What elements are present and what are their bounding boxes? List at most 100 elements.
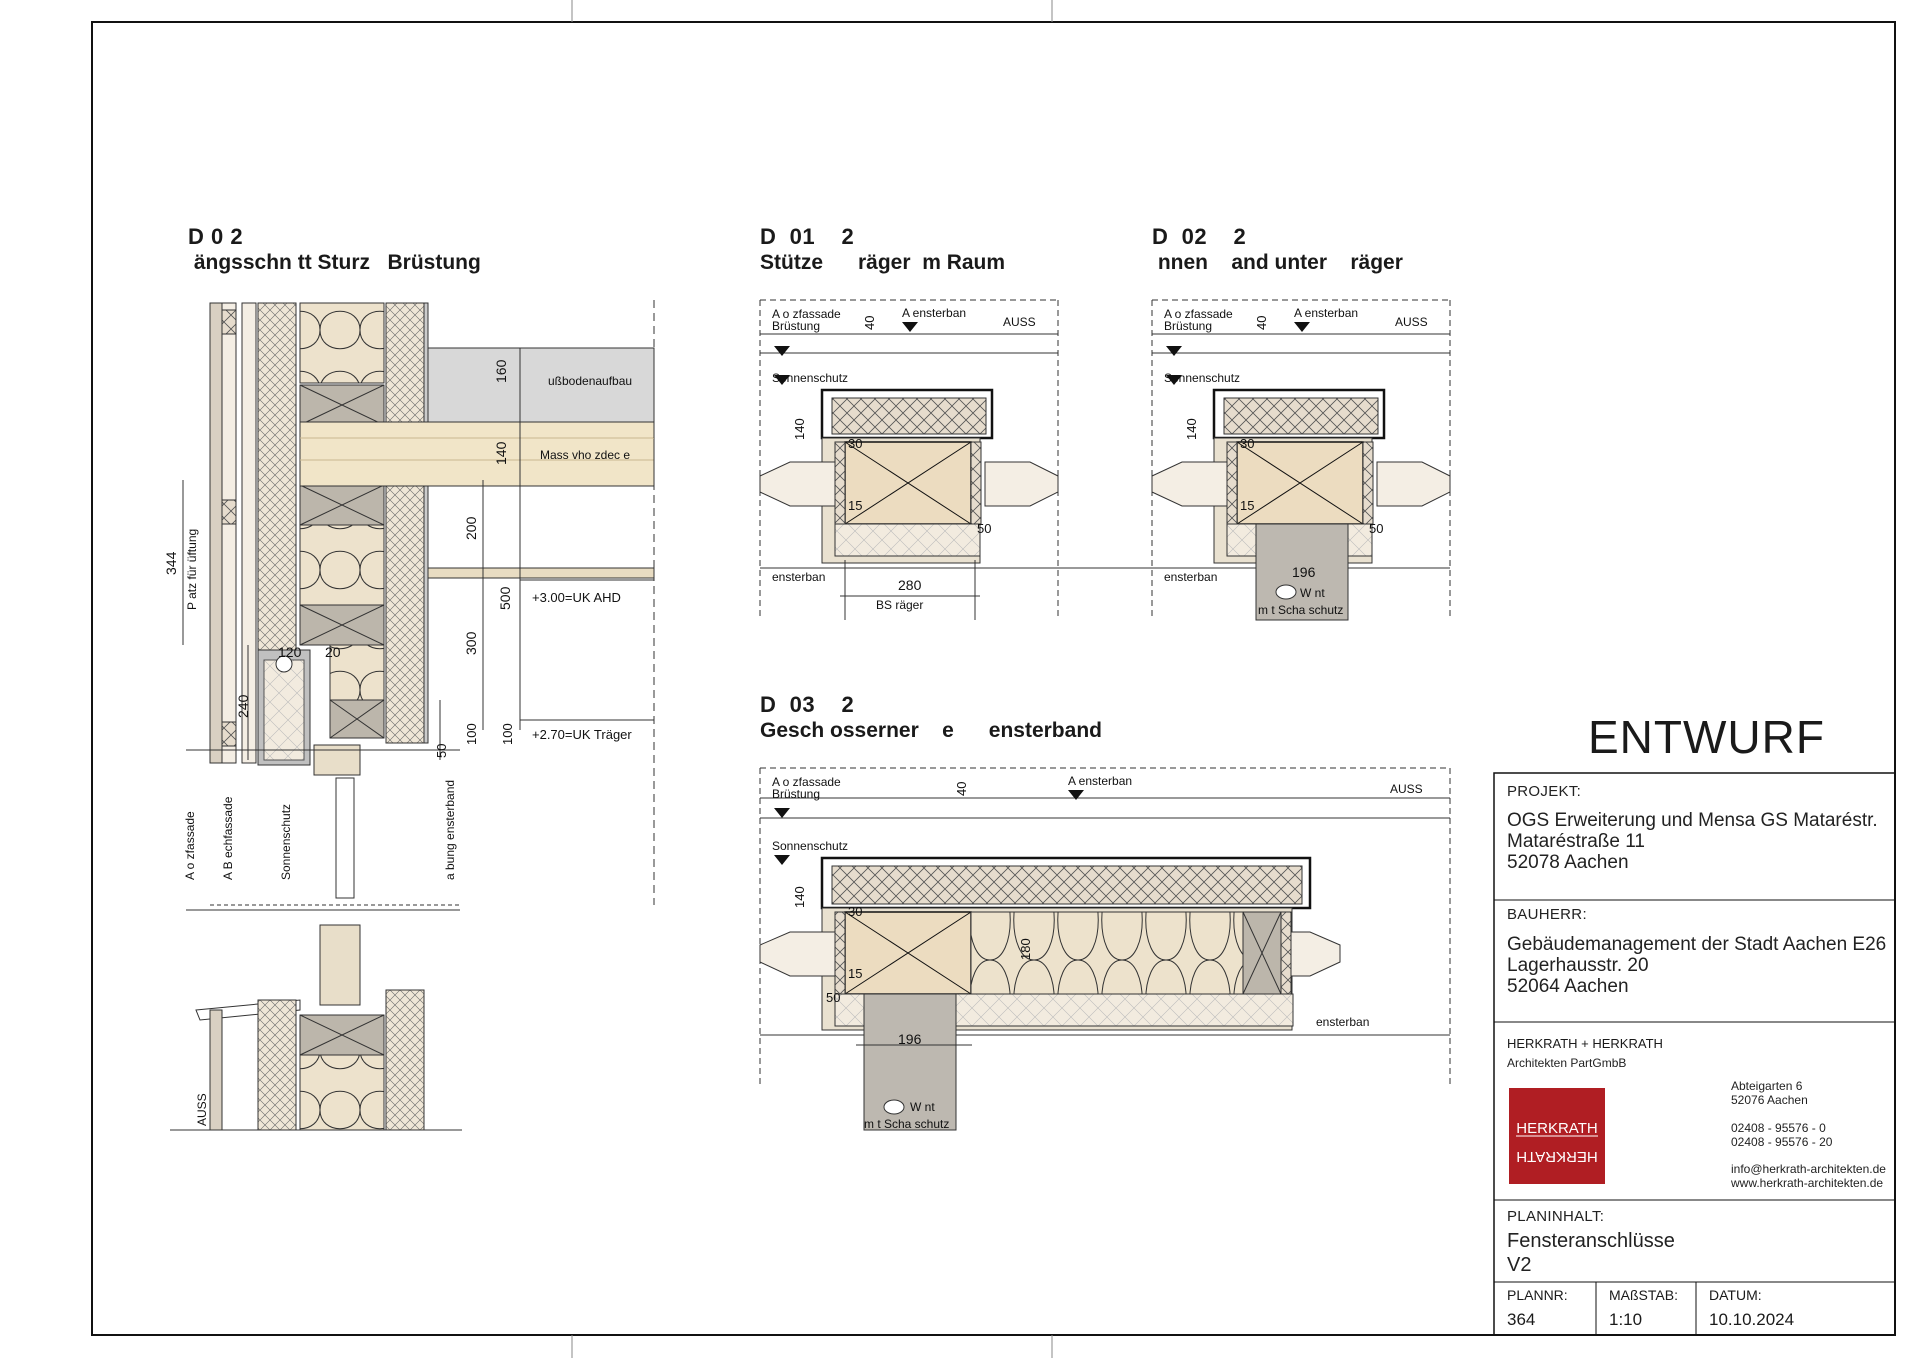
architect-name: HERKRATH + HERKRATH xyxy=(1507,1036,1663,1051)
detail-d02-title: nnen and unter räger xyxy=(1152,251,1403,274)
label-brustung-d02: Brüstung xyxy=(1164,319,1212,333)
label-a-holzfassade-d01: A o zfassade xyxy=(772,307,841,321)
dim-d03-50: 50 xyxy=(826,990,840,1005)
bauherr-line-1: Gebäudemanagement der Stadt Aachen E26 xyxy=(1507,934,1887,955)
plannr-label: PLANNR: xyxy=(1507,1287,1568,1303)
dim-d02-50: 50 xyxy=(1369,521,1383,536)
dim-d01-30: 30 xyxy=(848,436,862,451)
label-wint-d03: W nt xyxy=(910,1100,935,1114)
dim-d01-280: 280 xyxy=(898,577,922,593)
massstab-label: MAßSTAB: xyxy=(1609,1287,1678,1303)
projekt-line-2: Mataréstraße 11 xyxy=(1507,831,1645,852)
dim-20: 20 xyxy=(325,644,341,660)
dim-d03-196: 196 xyxy=(898,1031,922,1047)
dim-500: 500 xyxy=(497,586,513,610)
label-wint-d02: W nt xyxy=(1300,586,1325,600)
label-schallschutz-d03: m t Scha schutz xyxy=(864,1117,949,1131)
address-line-1: Abteigarten 6 xyxy=(1731,1079,1803,1093)
dim-140: 140 xyxy=(493,441,509,465)
dim-344: 344 xyxy=(163,551,179,575)
dim-100a: 100 xyxy=(464,723,479,745)
datum-value: 10.10.2024 xyxy=(1709,1310,1795,1329)
dim-d03-140: 140 xyxy=(792,886,807,908)
dim-d03-30: 30 xyxy=(848,904,862,919)
dim-240: 240 xyxy=(235,694,251,718)
detail-d00-title: ängsschn tt Sturz Brüstung xyxy=(188,251,481,274)
label-fussbodenaufbau: ußbodenaufbau xyxy=(548,374,632,388)
label-a-blechfassade: A B echfassade xyxy=(221,796,235,880)
label-fensterband-d02: ensterban xyxy=(1164,570,1217,584)
logo-text-mirrored: HERKRATH xyxy=(1516,1148,1597,1165)
projekt-line-3: 52078 Aachen xyxy=(1507,852,1629,873)
dim-d01-15: 15 xyxy=(848,498,862,513)
label-sonnenschutz-d03: Sonnenschutz xyxy=(772,839,848,853)
dim-d02-40: 40 xyxy=(1254,316,1269,330)
detail-d01-title: Stütze räger m Raum xyxy=(760,251,1006,274)
label-a-fensterband-d01: A ensterban xyxy=(902,306,966,320)
plannr-value: 364 xyxy=(1507,1310,1536,1329)
label-sonnenschutz-d00: Sonnenschutz xyxy=(279,804,293,880)
website-link[interactable]: www.herkrath-architekten.de xyxy=(1731,1176,1884,1190)
email-link[interactable]: info@herkrath-architekten.de xyxy=(1731,1162,1886,1176)
dim-120: 120 xyxy=(278,644,302,660)
label-sonnenschutz-d02: Sonnenschutz xyxy=(1164,371,1240,385)
dim-50: 50 xyxy=(434,744,449,758)
detail-d00-drawing: 160 140 200 500 300 344 120 20 240 50 10… xyxy=(163,300,655,1131)
label-a-holzfassade: A o zfassade xyxy=(183,811,197,880)
bauherr-line-3: 52064 Aachen xyxy=(1507,976,1629,997)
label-laibung-fensterband: a bung ensterband xyxy=(443,780,457,880)
projekt-line-1: OGS Erweiterung und Mensa GS Mataréstr. xyxy=(1507,810,1878,831)
bauherr-label: BAUHERR: xyxy=(1507,906,1587,923)
label-bs-traeger: BS räger xyxy=(876,598,923,612)
dim-d01-50: 50 xyxy=(977,521,991,536)
dim-d03-180: 180 xyxy=(1018,938,1033,960)
label-fensterband-d01: ensterban xyxy=(772,570,825,584)
detail-d03-title: Gesch osserner e ensterband xyxy=(760,719,1102,742)
dim-d02-15: 15 xyxy=(1240,498,1254,513)
dim-160: 160 xyxy=(493,359,509,383)
detail-d03-id: D 03 2 xyxy=(760,692,855,717)
detail-d01-drawing: A o zfassade Brüstung A ensterban AUSS S… xyxy=(759,299,1059,620)
titleblock-frame xyxy=(1493,772,1896,1336)
architect-sub: Architekten PartGmbB xyxy=(1507,1056,1627,1070)
dim-d02-196: 196 xyxy=(1292,564,1316,580)
massstab-value: 1:10 xyxy=(1609,1310,1643,1329)
label-brustung-d01: Brüstung xyxy=(772,319,820,333)
dim-d01-40: 40 xyxy=(862,316,877,330)
label-auss-d02: AUSS xyxy=(1395,315,1428,329)
label-uk-ahd: +3.00=UK AHD xyxy=(532,590,621,605)
label-massivholzdecke: Mass vho zdec e xyxy=(540,448,630,462)
label-sonnenschutz-d01: Sonnenschutz xyxy=(772,371,848,385)
dim-100b: 100 xyxy=(500,723,515,745)
planinhalt-line-1: Fensteranschlüsse xyxy=(1507,1230,1675,1252)
projekt-label: PROJEKT: xyxy=(1507,783,1582,800)
entwurf-stamp: ENTWURF xyxy=(1588,711,1825,763)
label-auss-d03: AUSS xyxy=(1390,782,1423,796)
bauherr-line-2: Lagerhausstr. 20 xyxy=(1507,955,1649,976)
dim-d03-15: 15 xyxy=(848,966,862,981)
dim-300: 300 xyxy=(463,631,479,655)
label-brustung-d03: Brüstung xyxy=(772,787,820,801)
label-a-holzfassade-d02: A o zfassade xyxy=(1164,307,1233,321)
logo-text: HERKRATH xyxy=(1516,1120,1597,1137)
label-auss-d00: AUSS xyxy=(195,1093,209,1126)
label-fensterband-d03: ensterban xyxy=(1316,1015,1369,1029)
phone-line-1: 02408 - 95576 - 0 xyxy=(1731,1121,1826,1135)
dim-d01-140: 140 xyxy=(792,418,807,440)
dim-d02-140: 140 xyxy=(1184,418,1199,440)
address-line-2: 52076 Aachen xyxy=(1731,1093,1808,1107)
detail-d00-id: D 0 2 xyxy=(188,224,244,249)
label-a-holzfassade-d03: A o zfassade xyxy=(772,775,841,789)
detail-d02-id: D 02 2 xyxy=(1152,224,1247,249)
dim-d02-30: 30 xyxy=(1240,436,1254,451)
planinhalt-line-2: V2 xyxy=(1507,1254,1532,1276)
datum-label: DATUM: xyxy=(1709,1287,1762,1303)
sheet-border xyxy=(91,21,1896,1336)
label-schallschutz-d02: m t Scha schutz xyxy=(1258,603,1343,617)
phone-line-2: 02408 - 95576 - 20 xyxy=(1731,1135,1833,1149)
label-a-fensterband-d02: A ensterban xyxy=(1294,306,1358,320)
label-uk-traeger: +2.70=UK Träger xyxy=(532,727,632,742)
dim-d03-40: 40 xyxy=(954,782,969,796)
detail-d02-drawing: A o zfassade Brüstung A ensterban AUSS S… xyxy=(1058,299,1451,621)
